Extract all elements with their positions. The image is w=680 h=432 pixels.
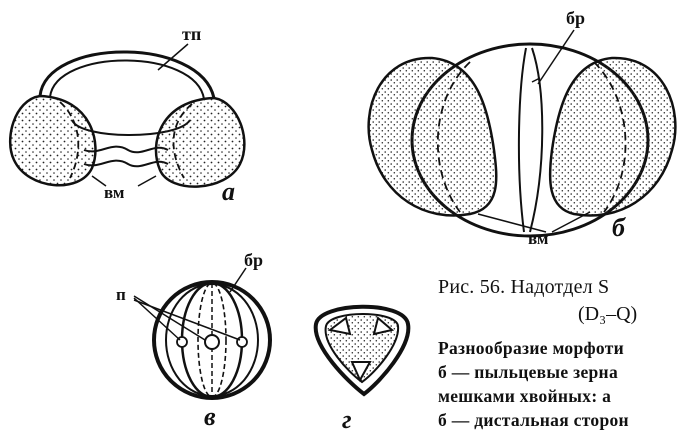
- caption-formula: (D₃–Q): [578, 303, 637, 326]
- label-tp: тп: [182, 24, 201, 44]
- label-br-b: бр: [566, 8, 585, 28]
- letter-v: в: [204, 402, 216, 431]
- pollen-grain-a: тп вм а: [10, 24, 244, 206]
- caption-line-3: мешками хвойных: а: [438, 386, 611, 407]
- label-br-v: бр: [244, 250, 263, 270]
- pollen-grain-v: бр п в: [116, 250, 270, 431]
- label-vm-b: вм: [528, 229, 549, 248]
- label-vm-a: вм: [104, 183, 125, 202]
- caption-title: Рис. 56. Надотдел S: [438, 276, 609, 299]
- caption-line-1: Разнообразие морфоти: [438, 338, 624, 359]
- caption-line-2: б — пыльцевые зерна: [438, 362, 618, 383]
- letter-g: г: [342, 405, 352, 432]
- caption-line-4: б — дистальная сторон: [438, 410, 629, 431]
- air-sac-left: [10, 96, 95, 185]
- letter-a: а: [222, 177, 235, 206]
- label-p: п: [116, 285, 126, 304]
- pollen-grain-b: бр вм б: [369, 8, 676, 248]
- letter-b: б: [612, 213, 626, 242]
- air-sac-right: [156, 98, 244, 187]
- pollen-grain-g: г: [316, 307, 409, 432]
